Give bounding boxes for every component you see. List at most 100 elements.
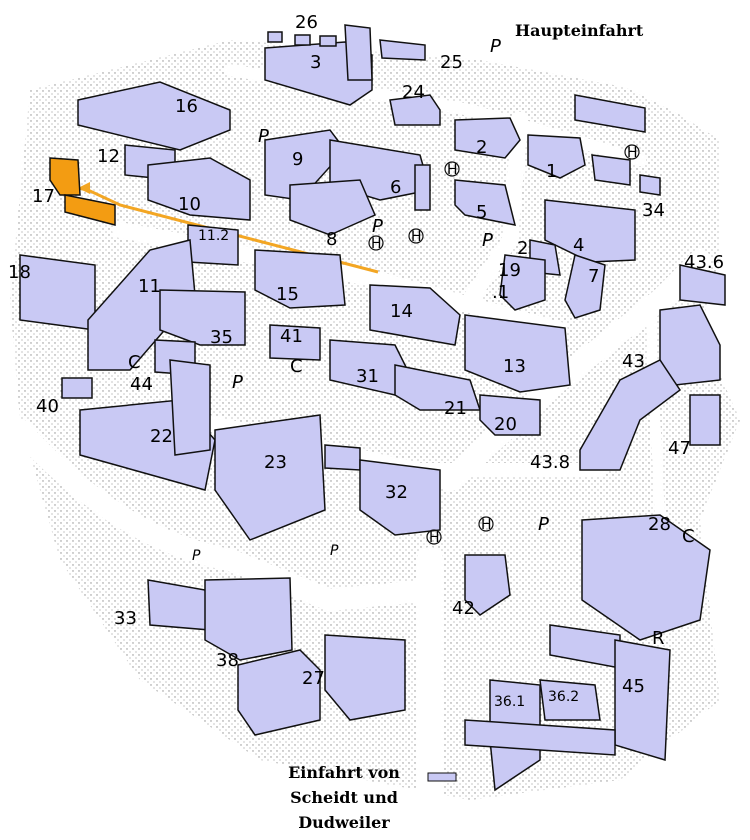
label-47: 47	[668, 438, 691, 459]
label-7: 7	[588, 266, 599, 287]
building-3-tower	[344, 24, 373, 81]
building-18	[19, 254, 96, 331]
bus-stop-letter: H	[447, 162, 458, 178]
building-4	[544, 199, 636, 263]
south-entrance-line1: Einfahrt von	[288, 763, 400, 782]
building-3	[264, 41, 373, 106]
bus-stop-icon	[426, 529, 442, 545]
building-24	[389, 94, 441, 126]
label-35: 35	[210, 327, 233, 348]
label-32: 32	[385, 482, 408, 503]
building-27	[237, 649, 321, 736]
parking-icon: P	[372, 216, 383, 237]
building-14	[369, 284, 461, 346]
building-5	[454, 179, 517, 226]
parking-icon: P	[482, 230, 493, 251]
label-21: 21	[444, 398, 467, 419]
bus-stop-letters: H H H H H H	[371, 145, 638, 546]
cafeteria-icon: C	[290, 356, 303, 377]
building-25	[379, 39, 426, 61]
parking-icon: P	[330, 543, 339, 559]
label-10: 10	[178, 194, 201, 215]
building-21	[394, 364, 482, 411]
route-arrow	[78, 182, 90, 194]
bus-stops	[368, 144, 640, 545]
south-entrance-marker	[427, 772, 457, 782]
building-32	[359, 459, 441, 536]
label-43: 43	[622, 351, 645, 372]
bus-stop-letter: H	[481, 517, 492, 533]
parking-icon: P	[538, 514, 549, 535]
south-entrance-label: Einfahrt von Scheidt und Dudweiler	[288, 763, 400, 832]
label-2a: 2	[476, 137, 487, 158]
label-34: 34	[642, 200, 665, 221]
cafeteria-icon: C	[128, 352, 141, 373]
building-36-2	[539, 679, 601, 721]
building-15	[254, 249, 346, 309]
building-26c	[319, 35, 337, 47]
label-27: 27	[302, 668, 325, 689]
building-40	[61, 377, 93, 399]
label-33: 33	[114, 608, 137, 629]
building-34b	[639, 174, 661, 196]
label-22: 22	[150, 426, 173, 447]
building-23	[214, 414, 326, 541]
label-36-1: 36.1	[494, 694, 525, 710]
parking-icon: P	[192, 548, 201, 564]
building-41	[269, 324, 321, 361]
buildings	[19, 24, 726, 792]
label-15: 15	[276, 284, 299, 305]
building-1	[527, 134, 586, 179]
building-45	[614, 639, 671, 761]
label-24: 24	[402, 82, 425, 103]
building-47	[689, 394, 721, 446]
label-40: 40	[36, 396, 59, 417]
parking-icon: P	[258, 126, 269, 147]
building-17-highlight	[49, 157, 116, 226]
label-1: 1	[546, 161, 557, 182]
building-38	[204, 577, 293, 661]
building-28	[581, 514, 711, 641]
building-9	[264, 129, 346, 201]
label-36-2: 36.2	[548, 689, 579, 705]
label-6: 6	[390, 177, 401, 198]
label-23: 23	[264, 452, 287, 473]
building-43-6	[679, 264, 726, 306]
cafeteria-icon: C	[682, 526, 695, 547]
label-43-6: 43.6	[684, 252, 724, 273]
building-43-curve	[579, 359, 682, 471]
building-6-tower	[414, 164, 431, 211]
building-26a	[267, 31, 283, 43]
building-20	[479, 394, 541, 436]
label-25: 25	[440, 52, 463, 73]
label-9: 9	[292, 149, 303, 170]
building-35	[159, 289, 246, 346]
label-5: 5	[476, 202, 487, 223]
label-45: 45	[622, 676, 645, 697]
building-13	[464, 314, 571, 393]
building-22-tower	[169, 359, 211, 456]
service-markers: C C C R	[128, 352, 695, 649]
label-31: 31	[356, 366, 379, 387]
label-2b: 2	[517, 238, 528, 259]
label-26: 26	[295, 12, 318, 33]
building-7	[564, 254, 606, 319]
label-19-1: .1	[492, 282, 509, 303]
building-10	[147, 157, 251, 221]
south-entrance-line2: Scheidt und	[290, 788, 398, 807]
label-17: 17	[32, 186, 55, 207]
bus-stop-icon	[408, 228, 424, 244]
label-28: 28	[648, 514, 671, 535]
building-42	[464, 554, 511, 616]
label-3: 3	[310, 52, 321, 73]
building-34a	[591, 154, 631, 186]
label-20: 20	[494, 414, 517, 435]
main-entrance-label: Haupteinfahrt	[515, 21, 644, 40]
building-26b	[294, 34, 311, 46]
building-2	[454, 117, 521, 159]
label-13: 13	[503, 356, 526, 377]
label-16: 16	[175, 96, 198, 117]
bus-stop-letter: H	[627, 145, 638, 161]
bus-stop-icon	[368, 235, 384, 251]
